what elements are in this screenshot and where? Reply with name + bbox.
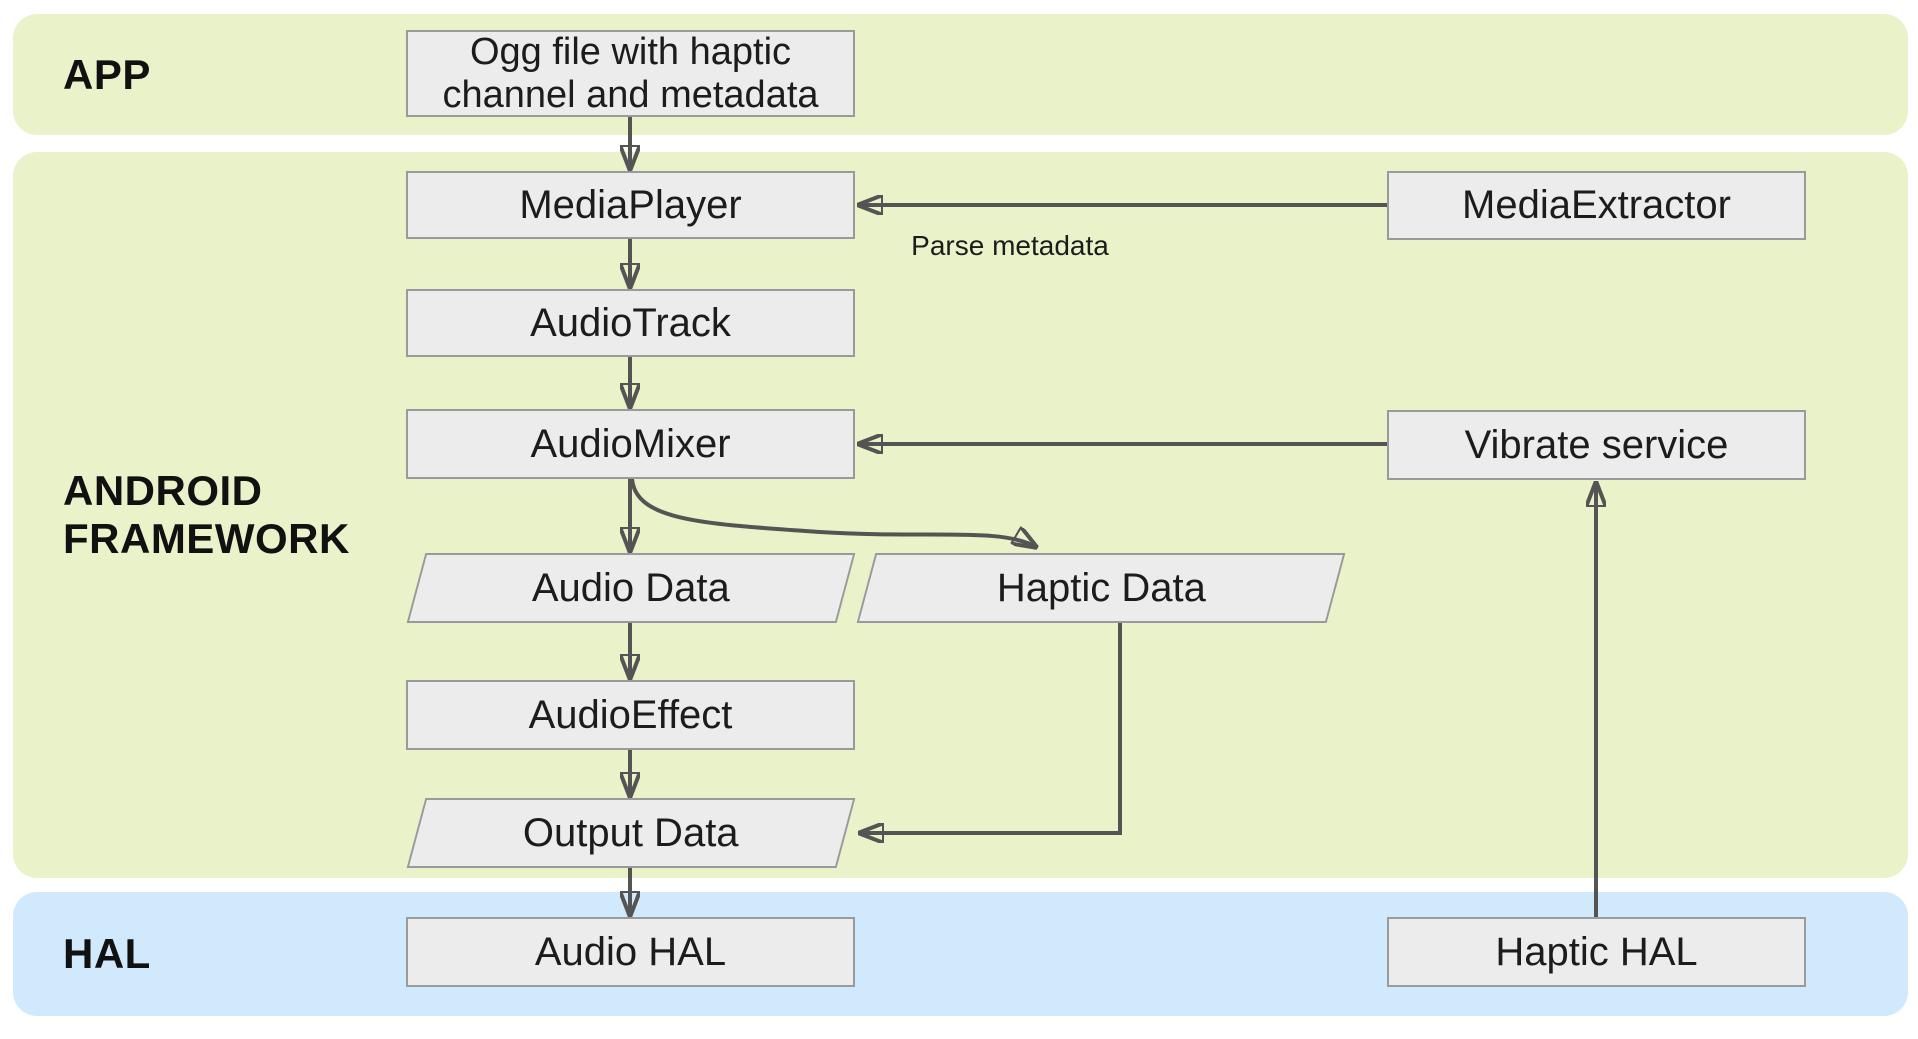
edge-label-parse-metadata: Parse metadata [911,230,1109,261]
node-audio-hal: Audio HAL [406,917,855,987]
node-haptic-hal: Haptic HAL [1387,917,1806,987]
node-vibrate-service: Vibrate service [1387,410,1806,480]
node-audio-mixer: AudioMixer [406,409,855,479]
node-audio-track-label: AudioTrack [530,300,731,345]
band-android-framework-label: ANDROID FRAMEWORK [63,467,350,562]
node-audio-mixer-label: AudioMixer [530,421,731,466]
node-media-player: MediaPlayer [406,171,855,239]
node-haptic-hal-label: Haptic HAL [1495,929,1698,974]
band-hal-label: HAL [63,930,151,977]
node-audio-effect-label: AudioEffect [528,692,733,737]
node-media-extractor-label: MediaExtractor [1462,183,1731,227]
node-output-data: Output Data [406,798,856,868]
node-haptic-data-label: Haptic Data [996,565,1206,610]
band-app: APP [13,14,1908,135]
node-audio-data-label: Audio Data [532,565,730,610]
node-audio-data: Audio Data [406,553,856,623]
node-output-data-label: Output Data [523,810,739,855]
node-audio-hal-label: Audio HAL [534,929,727,974]
node-media-extractor: MediaExtractor [1387,171,1806,240]
node-ogg-file: Ogg file with haptic channel and metadat… [406,30,855,117]
node-haptic-data: Haptic Data [856,553,1346,623]
node-media-player-label: MediaPlayer [519,182,742,227]
band-app-label: APP [63,50,151,98]
node-ogg-file-label: Ogg file with haptic channel and metadat… [442,30,819,116]
node-audio-effect: AudioEffect [406,680,855,750]
node-vibrate-service-label: Vibrate service [1464,422,1729,467]
node-audio-track: AudioTrack [406,289,855,357]
